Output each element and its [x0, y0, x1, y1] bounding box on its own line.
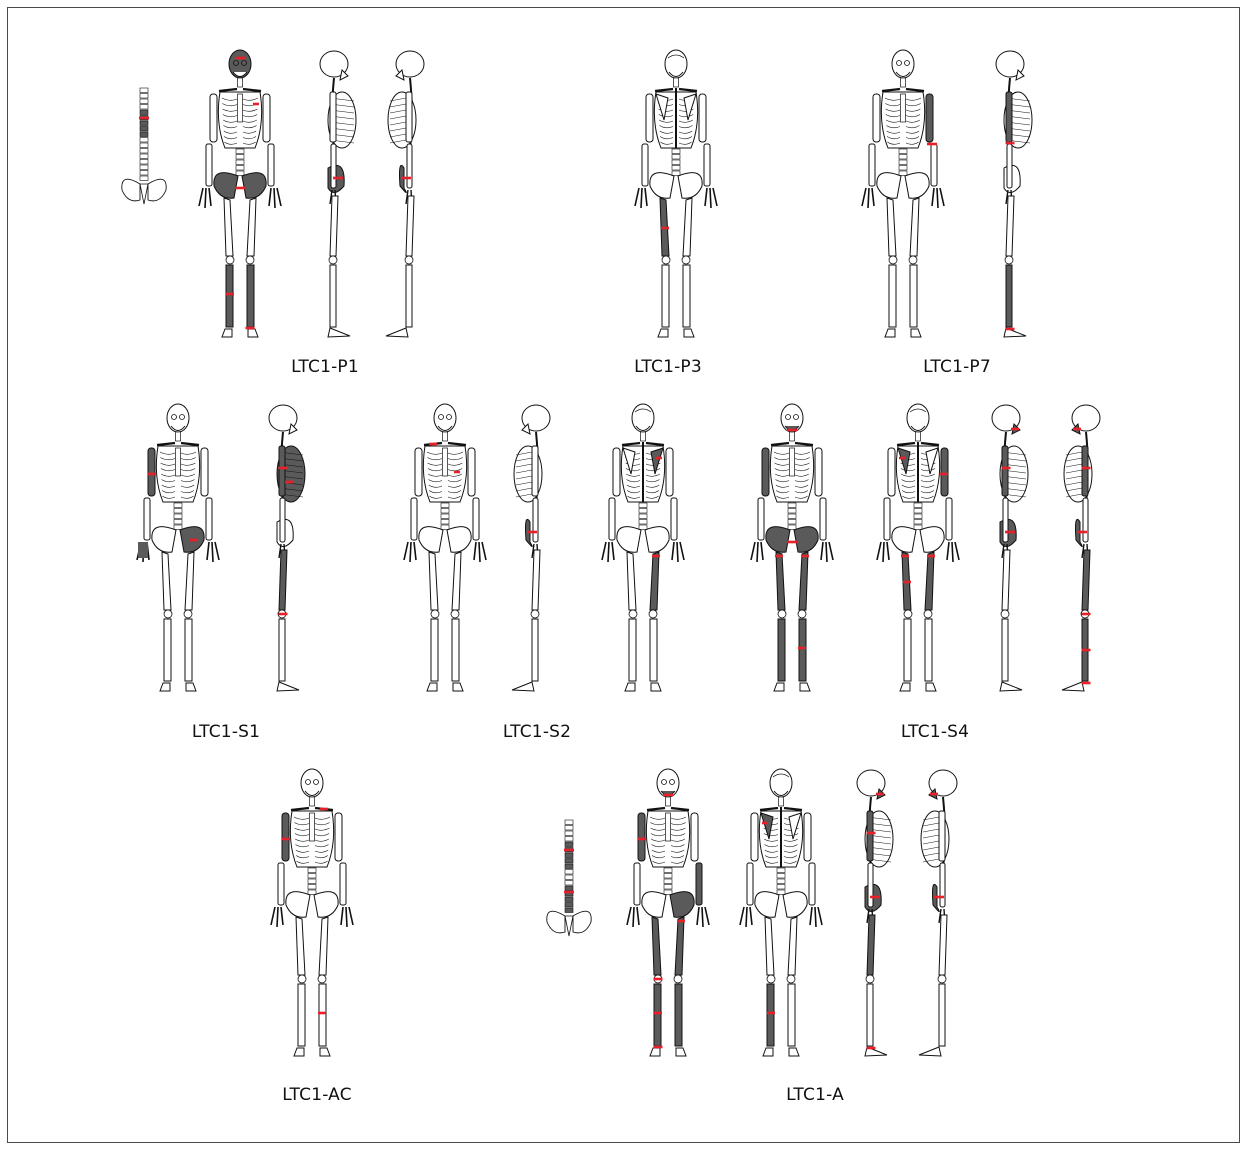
ltc1-s2-view-side-l: [512, 405, 550, 691]
ltc1-s1-view-front: [137, 404, 219, 691]
ltc1-a-view-spine: [547, 820, 591, 936]
ltc1-a-view-back: [740, 769, 822, 1056]
label-ltc1-ac: LTC1-AC: [282, 1085, 352, 1105]
ltc1-p1-view-spine: [122, 88, 166, 204]
ltc1-s2-view-back: [602, 404, 684, 691]
ltc1-s4-view-side-r: [992, 405, 1028, 691]
ltc1-s1-view-side-r: [269, 405, 305, 691]
label-ltc1-s4: LTC1-S4: [901, 722, 969, 742]
ltc1-s4-view-front: [751, 404, 833, 691]
ltc1-p3-view-back: [635, 50, 717, 337]
ltc1-s2-view-front: [404, 404, 486, 691]
ltc1-a-view-side-l: [919, 770, 957, 1056]
ltc1-a-view-side-r: [857, 770, 893, 1056]
label-ltc1-s1: LTC1-S1: [192, 722, 260, 742]
ltc1-p1-view-front: [199, 50, 281, 337]
label-ltc1-p1: LTC1-P1: [291, 357, 359, 377]
label-ltc1-s2: LTC1-S2: [503, 722, 571, 742]
label-ltc1-p3: LTC1-P3: [634, 357, 702, 377]
ltc1-ac-view-front: [271, 769, 353, 1056]
ltc1-p7-view-front: [862, 50, 944, 337]
label-ltc1-p7: LTC1-P7: [923, 357, 991, 377]
ltc1-p1-view-side-r: [320, 51, 356, 337]
ltc1-p7-view-side-r: [996, 51, 1032, 337]
label-ltc1-a: LTC1-A: [786, 1085, 844, 1105]
ltc1-s4-view-side-l: [1062, 405, 1100, 691]
ltc1-a-view-front: [627, 769, 709, 1056]
ltc1-s4-view-back: [877, 404, 959, 691]
ltc1-p1-view-side-l: [386, 51, 424, 337]
